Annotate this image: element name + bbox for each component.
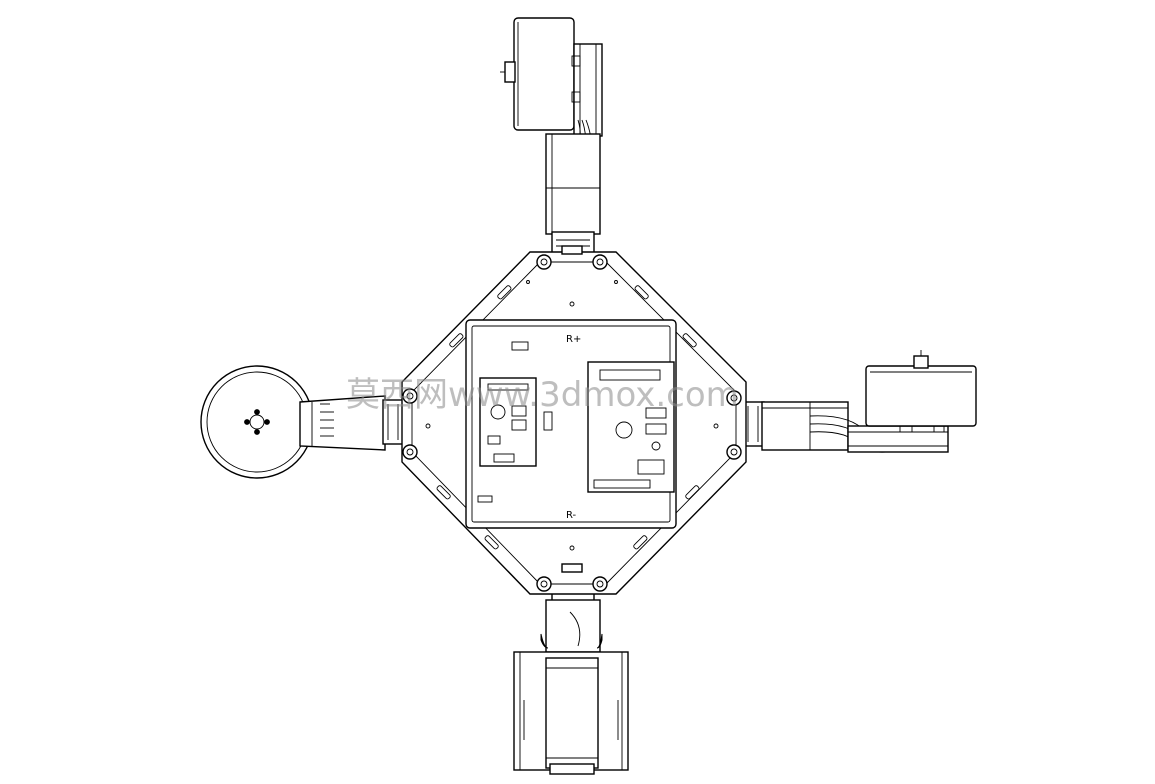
right-motor <box>865 350 977 427</box>
bottom-arm-tube <box>540 599 603 653</box>
frame-slots <box>436 285 700 550</box>
right-arm-tube <box>761 401 849 451</box>
frame-mount-bosses <box>402 254 742 592</box>
left-motor <box>200 365 314 479</box>
central-frame <box>401 245 747 595</box>
top-motor <box>500 17 575 131</box>
bottom-motor <box>545 657 599 775</box>
frame-side-tabs <box>561 245 583 573</box>
right-circuit-board <box>587 361 675 493</box>
top-marker-label: R+ <box>566 334 581 345</box>
right-motor-bracket <box>847 423 949 453</box>
right-arm-assembly <box>741 350 977 453</box>
top-arm-assembly <box>500 17 603 255</box>
bottom-marker-label: R- <box>566 510 577 521</box>
markers: R+ R- <box>477 334 581 521</box>
frame-small-holes <box>425 280 719 551</box>
top-arm-tube <box>545 133 601 235</box>
top-motor-bracket <box>571 43 603 137</box>
left-arm-assembly <box>200 365 406 479</box>
watermark: 莫西网www.3dmox.com <box>346 375 739 415</box>
left-arm-tube <box>299 395 386 451</box>
bottom-arm-assembly <box>513 585 629 775</box>
left-circuit-board <box>479 377 553 467</box>
